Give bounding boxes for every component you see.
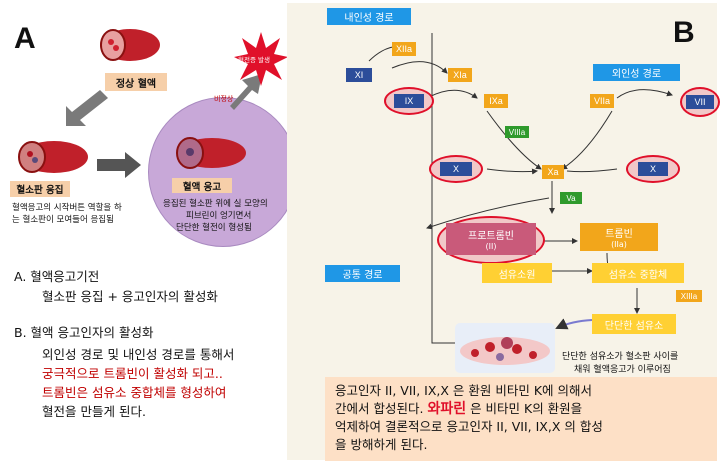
factor-x-right-outline bbox=[626, 155, 680, 183]
abnormal-label: 비정상 bbox=[214, 95, 234, 103]
fibrin-polymer-box: 섬유소 중합체 bbox=[592, 263, 684, 283]
arrow-right-icon bbox=[97, 152, 141, 178]
factor-xiiia: XIIIa bbox=[676, 290, 702, 302]
prothrombin-label: 프로트롬빈 bbox=[468, 231, 514, 242]
normal-blood-label: 정상 혈액 bbox=[105, 73, 167, 91]
hard-fibrin-box: 단단한 섬유소 bbox=[592, 314, 676, 334]
factor-vii: VII bbox=[686, 95, 714, 109]
coag-desc-1: 응집된 혈소판 위에 실 모양의 bbox=[163, 199, 268, 209]
factor-x-left: X bbox=[440, 162, 472, 176]
coagulation-circle bbox=[148, 97, 298, 247]
clot-image bbox=[455, 323, 555, 373]
clot-desc-1: 단단한 섬유소가 혈소판 사이를 bbox=[562, 352, 679, 362]
factor-xi: XI bbox=[346, 68, 372, 82]
factor-viia: VIIa bbox=[590, 94, 614, 108]
clot-desc-2: 채워 혈액응고가 이루어짐 bbox=[574, 365, 671, 375]
note-line1: 응고인자 II, VII, IX,X 은 환원 비타민 K에 의해서 bbox=[335, 383, 593, 398]
platelet-vessel-image bbox=[18, 141, 88, 173]
note-line2-post: 은 비타민 K의 환원을 bbox=[470, 401, 583, 416]
factor-xa: Xa bbox=[542, 165, 564, 179]
factor-ixa: IXa bbox=[484, 94, 508, 108]
section-b-line4: 혈전을 만들게 된다. bbox=[42, 404, 146, 419]
warfarin-highlight: 와파린 bbox=[427, 401, 467, 417]
platelet-agg-desc-1: 혈액응고의 시작버튼 역할을 하 bbox=[12, 203, 122, 213]
section-a-body: 혈소판 응집 + 응고인자의 활성화 bbox=[42, 289, 218, 304]
coag-label: 혈액 응고 bbox=[172, 178, 232, 193]
note-line4: 을 방해하게 된다. bbox=[335, 437, 428, 452]
thrombin-box: 트롬빈 (IIa) bbox=[580, 223, 658, 251]
platelet-agg-label: 혈소판 응집 bbox=[10, 181, 70, 197]
factor-x-right: X bbox=[638, 162, 668, 176]
common-path-label: 공통 경로 bbox=[325, 265, 400, 282]
normal-vessel-image bbox=[100, 29, 160, 61]
coag-desc-3: 단단한 혈전이 형성됨 bbox=[176, 223, 252, 233]
note-line2: 간에서 합성된다. 와파린 은 비타민 K의 환원을 bbox=[335, 400, 707, 418]
note-line2-pre: 간에서 합성된다. bbox=[335, 401, 424, 416]
platelet-agg-desc-2: 는 혈소판이 모여들어 응집됨 bbox=[12, 215, 114, 225]
warfarin-note: 응고인자 II, VII, IX,X 은 환원 비타민 K에 의해서 간에서 합… bbox=[325, 377, 717, 461]
thrombin-sub: (IIa) bbox=[611, 240, 627, 249]
thrombosis-label: 혈전증 발생 bbox=[238, 56, 270, 64]
fibrinogen-box: 섬유소원 bbox=[482, 263, 552, 283]
extrinsic-path-label: 외인성 경로 bbox=[593, 64, 680, 81]
prothrombin-sub: (II) bbox=[485, 242, 497, 251]
section-b-line2: 궁극적으로 트롬빈이 활성화 되고.. bbox=[42, 366, 223, 381]
factor-xiia: XIIa bbox=[392, 42, 416, 56]
factor-xia: XIa bbox=[448, 68, 472, 82]
panel-b-letter: B bbox=[673, 16, 695, 49]
section-a-title: A. 혈액응고기전 bbox=[14, 269, 100, 284]
factor-viiia: VIIIa bbox=[505, 126, 529, 138]
thrombin-label: 트롬빈 bbox=[605, 229, 633, 240]
thrombosis-burst-icon bbox=[234, 32, 288, 86]
arrow-up-right-icon bbox=[230, 74, 262, 110]
panel-a-letter: A bbox=[14, 22, 36, 55]
intrinsic-path-label: 내인성 경로 bbox=[327, 8, 411, 25]
factor-ix: IX bbox=[394, 94, 424, 108]
section-b-line1: 외인성 경로 및 내인성 경로를 통해서 bbox=[42, 347, 235, 362]
coag-desc-2: 피브린이 엉기면서 bbox=[186, 211, 252, 221]
section-b-line3: 트롬빈은 섬유소 중합체를 형성하여 bbox=[42, 385, 227, 400]
section-b-title: B. 혈액 응고인자의 활성화 bbox=[14, 325, 154, 340]
coag-vessel-image bbox=[176, 137, 246, 169]
arrow-down-left-icon bbox=[66, 90, 108, 126]
factor-va: Va bbox=[560, 192, 582, 204]
prothrombin-box: 프로트롬빈 (II) bbox=[446, 223, 536, 255]
note-line3: 억제하여 결론적으로 응고인자 II, VII, IX,X 의 합성 bbox=[335, 419, 603, 434]
factor-vii-outline bbox=[680, 87, 720, 117]
